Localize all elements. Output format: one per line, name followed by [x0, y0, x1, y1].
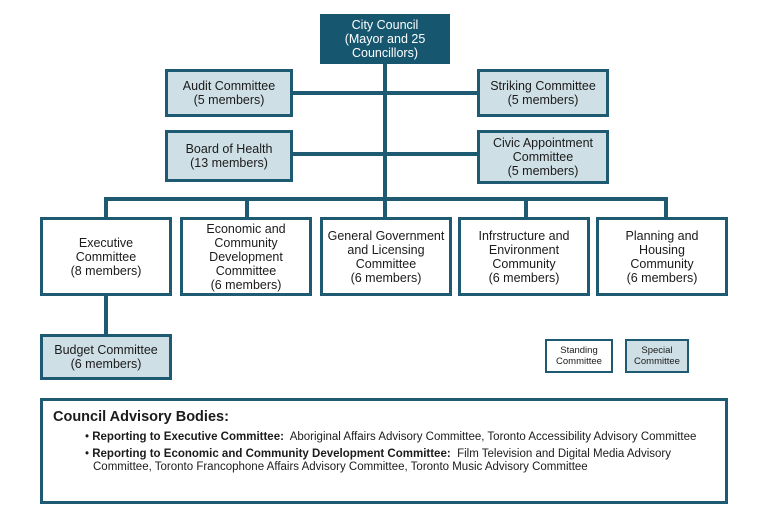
executive-committee-box: Executive Committee (8 members) [40, 217, 172, 296]
bullet-icon: • [85, 431, 90, 443]
advisory-item-text: Film Television and Digital Media Adviso… [93, 448, 671, 473]
connector-trunk [383, 60, 387, 200]
budget-committee-box: Budget Committee (6 members) [40, 334, 172, 380]
infrastructure-environment-committee-box: Infrstructure and Environment Community … [458, 217, 590, 296]
striking-committee-box: Striking Committee (5 members) [477, 69, 609, 117]
connector-health-civic [290, 152, 480, 156]
audit-committee-box: Audit Committee (5 members) [165, 69, 293, 117]
connector-executive [104, 197, 108, 219]
civic-appointment-committee-box: Civic Appointment Committee (5 members) [477, 130, 609, 184]
connector-planning [664, 197, 668, 219]
advisory-item-text: Aboriginal Affairs Advisory Committee, T… [289, 431, 697, 443]
council-advisory-bodies-panel: Council Advisory Bodies: • Reporting to … [40, 398, 728, 504]
economic-community-development-committee-box: Economic and Community Development Commi… [180, 217, 312, 296]
planning-housing-committee-box: Planning and Housing Community (6 member… [596, 217, 728, 296]
advisory-title: Council Advisory Bodies: [53, 409, 229, 425]
advisory-item-economic: • Reporting to Economic and Community De… [85, 448, 715, 474]
city-council-box: City Council (Mayor and 25 Councillors) [320, 14, 450, 64]
advisory-item-executive: • Reporting to Executive Committee: Abor… [85, 431, 715, 444]
advisory-item-heading: Reporting to Economic and Community Deve… [92, 448, 451, 460]
advisory-item-heading: Reporting to Executive Committee: [92, 431, 284, 443]
connector-general-government [383, 197, 387, 219]
legend-standing-committee: Standing Committee [545, 339, 613, 373]
connector-economic [245, 197, 249, 219]
bullet-icon: • [85, 448, 90, 460]
connector-budget [104, 294, 108, 336]
board-of-health-box: Board of Health (13 members) [165, 130, 293, 182]
general-government-licensing-committee-box: General Government and Licensing Committ… [320, 217, 452, 296]
legend-special-committee: Special Committee [625, 339, 689, 373]
connector-infrastructure [524, 197, 528, 219]
connector-audit-striking [290, 91, 480, 95]
